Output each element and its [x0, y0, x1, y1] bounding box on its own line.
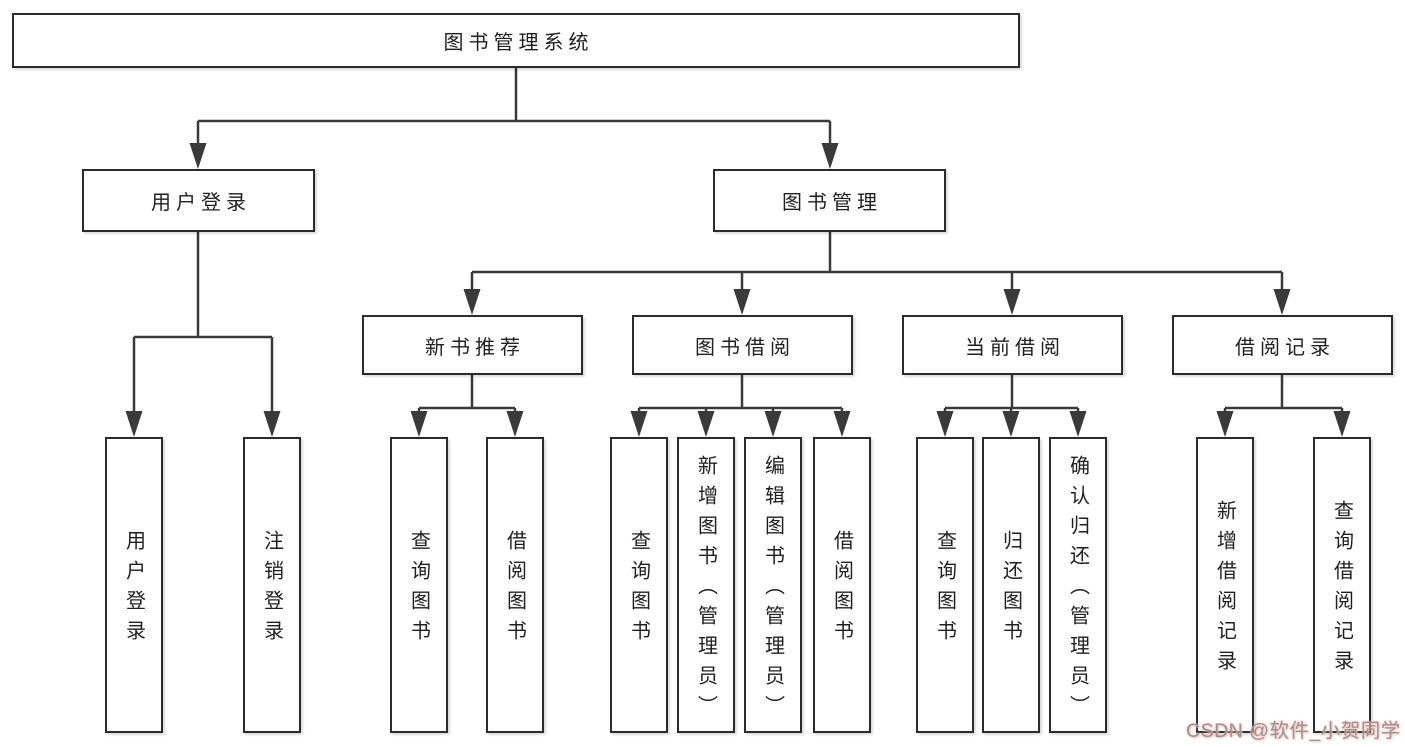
node-book-borrowing: 图书借阅 [632, 315, 853, 375]
arrowhead-icon [1003, 289, 1021, 315]
arrowhead-icon [125, 411, 143, 437]
node-new-book-recommendation: 新书推荐 [362, 315, 583, 375]
connector-line [470, 232, 1284, 291]
connector-line [637, 375, 844, 413]
arrowhead-icon [263, 411, 281, 437]
leaf-logout: 注销登录 [243, 437, 301, 733]
arrowhead-icon [833, 411, 851, 437]
leaf-current-return-books: 归还图书 [982, 437, 1040, 733]
node-user-login: 用户登录 [82, 169, 315, 232]
connector-line [132, 232, 274, 413]
arrowhead-icon [1002, 411, 1020, 437]
node-label: 借阅图书 [503, 530, 526, 650]
arrowhead-icon [733, 289, 751, 315]
arrowhead-icon [410, 411, 428, 437]
leaf-records-add-borrow-record: 新增借阅记录 [1196, 437, 1254, 733]
arrowhead-icon [506, 411, 524, 437]
csdn-watermark: CSDN @软件_小贺同学 [1186, 720, 1401, 742]
node-label: 当前借阅 [965, 336, 1065, 359]
node-label: 查询图书 [933, 530, 956, 650]
arrowhead-icon [764, 411, 782, 437]
node-label: 用户登录 [151, 192, 251, 214]
leaf-borrowing-edit-books-admin: 编辑图书（管理员） [744, 437, 802, 733]
connector-line [196, 68, 832, 145]
node-book-management: 图书管理 [713, 169, 946, 232]
leaf-user-login: 用户登录 [105, 437, 163, 733]
arrowhead-icon [697, 411, 715, 437]
node-label: 查询图书 [627, 530, 650, 650]
leaf-recommend-borrow-books: 借阅图书 [486, 437, 544, 733]
connector-line [1223, 375, 1344, 413]
leaf-records-query-borrow-record: 查询借阅记录 [1313, 437, 1371, 733]
node-label: 注销登录 [260, 530, 283, 650]
node-label: 查询图书 [407, 530, 430, 650]
node-label: 查询借阅记录 [1330, 500, 1353, 680]
node-current-borrowing: 当前借阅 [902, 315, 1123, 375]
node-label: 借阅图书 [830, 530, 853, 650]
node-label: 新书推荐 [425, 336, 525, 359]
connector-line [417, 375, 517, 413]
arrowhead-icon [1216, 411, 1234, 437]
node-label: 新增图书（管理员） [694, 455, 717, 725]
leaf-current-confirm-return-admin: 确认归还（管理员） [1049, 437, 1107, 733]
leaf-borrowing-query-books: 查询图书 [610, 437, 668, 733]
arrowhead-icon [821, 143, 839, 169]
node-library-system: 图书管理系统 [12, 13, 1020, 68]
arrowhead-icon [189, 143, 207, 169]
arrowhead-icon [1333, 411, 1351, 437]
node-label: 图书借阅 [695, 336, 795, 359]
node-label: 图书管理系统 [443, 32, 594, 54]
arrowhead-icon [1069, 411, 1087, 437]
arrowhead-icon [936, 411, 954, 437]
leaf-borrowing-borrow-books: 借阅图书 [813, 437, 871, 733]
node-borrowing-records: 借阅记录 [1172, 315, 1393, 375]
arrowhead-icon [463, 289, 481, 315]
node-label: 编辑图书（管理员） [761, 455, 784, 725]
node-label: 新增借阅记录 [1213, 500, 1236, 680]
connector-line [943, 375, 1080, 413]
leaf-borrowing-add-books-admin: 新增图书（管理员） [677, 437, 735, 733]
leaf-recommend-query-books: 查询图书 [390, 437, 448, 733]
node-label: 确认归还（管理员） [1066, 455, 1089, 725]
leaf-current-query-books: 查询图书 [916, 437, 974, 733]
node-label: 归还图书 [999, 530, 1022, 650]
arrowhead-icon [1273, 289, 1291, 315]
node-label: 图书管理 [782, 192, 882, 214]
arrowhead-icon [630, 411, 648, 437]
node-label: 用户登录 [122, 530, 145, 650]
node-label: 借阅记录 [1235, 336, 1335, 359]
